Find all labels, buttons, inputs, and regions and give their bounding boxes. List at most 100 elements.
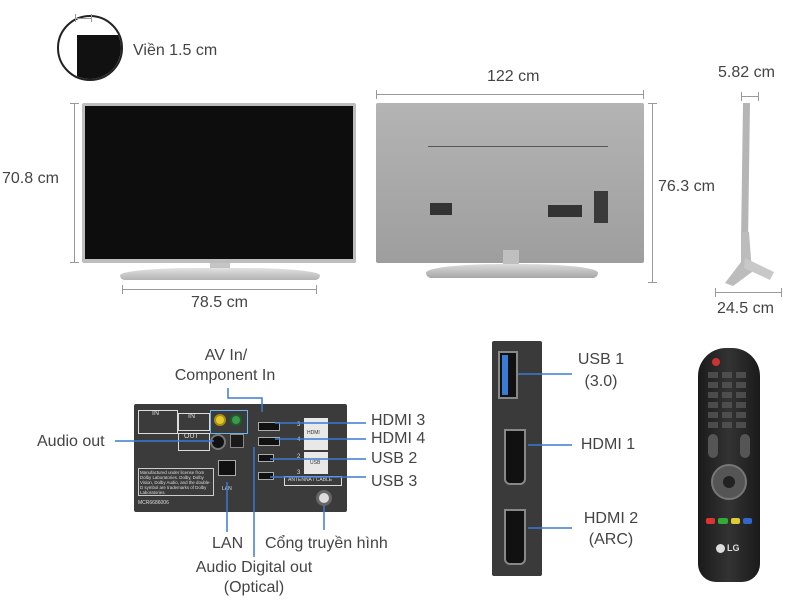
- tv-back: [376, 103, 644, 263]
- remote-lg-logo: LG: [716, 542, 742, 554]
- hdmi-port-3: [258, 422, 280, 431]
- hdmi1-label: HDMI 1: [580, 436, 636, 453]
- bezel-width-tick-left: [75, 14, 76, 22]
- hdmi2-label-line2: (ARC): [588, 531, 634, 548]
- tv-back-rail: [428, 146, 608, 147]
- remote-color-buttons: [706, 518, 752, 524]
- panel-hdmi-label: HDMI: [307, 430, 320, 436]
- panel-usb-tag: [304, 452, 328, 474]
- remote-ok-button: [723, 476, 735, 488]
- hdmi-port-4: [258, 437, 280, 446]
- usb1-label-line2: (3.0): [584, 373, 618, 390]
- depth-stand-tick-right: [781, 288, 782, 297]
- back-height-label: 76.3 cm: [658, 178, 715, 195]
- usb-port-3: [258, 472, 274, 480]
- front-width-tick-left: [122, 285, 123, 294]
- audio-out-jack: [210, 434, 226, 450]
- optical-port: [230, 434, 244, 448]
- usb1-label-line1: USB 1: [577, 351, 625, 368]
- panel-out-box: [178, 433, 210, 451]
- front-width-label: 78.5 cm: [191, 294, 248, 311]
- tv-front-stand-neck: [210, 263, 230, 269]
- panel-usb-label: USB: [310, 460, 321, 466]
- av-in-label-line1: AV In/: [204, 347, 248, 364]
- bezel-label: Viền 1.5 cm: [133, 42, 218, 59]
- tv-back-port-block-left: [430, 203, 452, 215]
- hdmi2-port: [504, 509, 526, 565]
- tv-back-stand-base: [426, 264, 598, 278]
- lan-port: [218, 460, 236, 476]
- back-height-tick-bottom: [648, 282, 657, 283]
- front-width-line: [122, 289, 317, 290]
- back-width-label: 122 cm: [487, 68, 540, 85]
- panel-dolby-text: Manufactured under license from Dolby La…: [138, 468, 214, 496]
- depth-stand-tick-left: [715, 288, 716, 297]
- back-height-line: [652, 103, 653, 283]
- panel-in-label-2: IN: [188, 413, 195, 420]
- side-port-panel: [492, 341, 542, 576]
- tv-front-screen: [85, 106, 353, 259]
- depth-stand-label: 24.5 cm: [717, 300, 774, 317]
- usb3-label: USB 3: [371, 473, 418, 490]
- bezel-width-tick-right: [91, 14, 92, 22]
- antenna-label: Cổng truyền hình: [265, 535, 388, 552]
- hdmi3-label: HDMI 3: [371, 412, 426, 429]
- front-width-tick-right: [316, 285, 317, 294]
- remote-blue-button: [742, 518, 752, 524]
- remote-yellow-button: [730, 518, 740, 524]
- magic-remote: LG: [698, 348, 760, 582]
- remote-dpad-wheel: [711, 464, 747, 500]
- depth-top-tick-right: [758, 92, 759, 101]
- depth-top-label: 5.82 cm: [718, 64, 775, 81]
- front-height-label: 70.8 cm: [2, 170, 59, 187]
- remote-volume-rocker: [708, 434, 718, 458]
- remote-brand-text: LG: [727, 543, 740, 553]
- remote-power-button: [712, 358, 720, 366]
- tv-back-side-port-block: [594, 191, 608, 223]
- usb1-port-blue-tongue: [502, 355, 508, 395]
- panel-out-label: OUT: [184, 433, 199, 440]
- panel-num-2: 2: [297, 454, 301, 460]
- back-width-tick-left: [376, 90, 377, 99]
- hdmi4-label: HDMI 4: [371, 430, 426, 447]
- av-in-label-line2: Component In: [174, 367, 276, 384]
- optical-label-line2: (Optical): [223, 579, 285, 596]
- panel-num-3: 3: [297, 422, 301, 428]
- audio-out-label: Audio out: [37, 433, 105, 450]
- front-height-line: [74, 103, 75, 263]
- back-width-tick-right: [643, 90, 644, 99]
- usb-port-2: [258, 454, 274, 462]
- optical-label-line1: Audio Digital out: [195, 559, 313, 576]
- rear-port-panel: IN IN OUT Manufactured under license fro…: [134, 404, 347, 512]
- panel-antenna-label: ANTENNA / CABLE: [288, 477, 333, 483]
- bezel-zoom-circle: [57, 15, 123, 81]
- remote-green-button: [718, 518, 728, 524]
- tv-front-stand-base: [120, 268, 320, 280]
- back-width-line: [376, 94, 644, 95]
- front-height-tick-top: [70, 103, 79, 104]
- yellow-rca-port: [214, 414, 226, 426]
- panel-in-box: [138, 410, 178, 434]
- front-height-tick-bottom: [70, 262, 79, 263]
- av-in-port-box: [210, 410, 248, 434]
- bezel-width-marker: [75, 18, 91, 19]
- panel-in-box-2: [178, 413, 210, 431]
- lg-logo-circle-icon: [716, 543, 725, 553]
- remote-button-grid: [708, 372, 750, 428]
- remote-red-button: [706, 518, 716, 524]
- hdmi1-port: [504, 429, 526, 485]
- panel-num-3b: 3: [297, 470, 301, 476]
- bezel-zoom-screen: [77, 35, 121, 79]
- panel-model-number: MCR6686006: [138, 500, 169, 506]
- back-height-tick-top: [648, 103, 657, 104]
- tv-front: [82, 103, 356, 263]
- tv-back-port-block-right: [548, 205, 582, 217]
- antenna-coax-port: [316, 490, 332, 506]
- depth-top-line: [741, 96, 759, 97]
- panel-num-4: 4: [297, 437, 301, 443]
- depth-top-tick-left: [741, 92, 742, 101]
- depth-stand-line: [715, 292, 782, 293]
